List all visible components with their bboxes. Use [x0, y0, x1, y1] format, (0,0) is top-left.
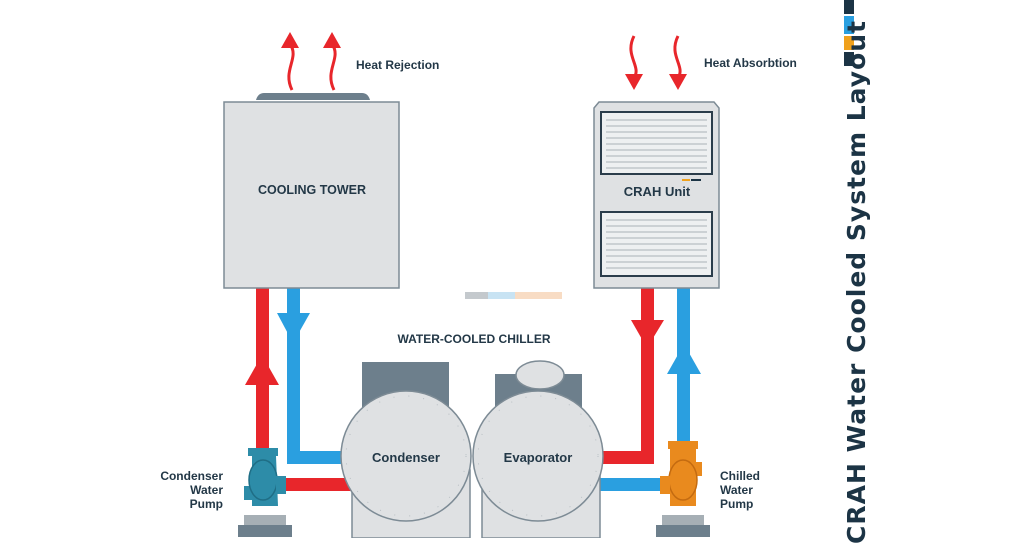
condenser-label: Condenser — [372, 450, 440, 465]
crah-unit-label: CRAH Unit — [624, 184, 691, 199]
arrow-down-icon — [669, 74, 687, 90]
chilled-water-pump — [656, 441, 710, 537]
condenser-pump-label: Condenser Water Pump — [160, 469, 223, 511]
arrow-down-icon — [625, 74, 643, 90]
arrow-up-icon — [323, 32, 341, 48]
condenser-cold-pipe — [277, 288, 357, 464]
condenser-pump-label-line3: Pump — [190, 497, 223, 511]
heat-absorption-arrows — [629, 35, 682, 79]
evaporator-label: Evaporator — [504, 450, 573, 465]
accent-bar — [844, 0, 854, 66]
heat-rejection-label: Heat Rejection — [356, 58, 439, 72]
cooling-tower-label: COOLING TOWER — [258, 183, 366, 197]
water-cooled-chiller: Condenser Evaporator — [340, 360, 604, 538]
crah-unit: CRAH Unit — [593, 101, 720, 289]
cooling-tower: COOLING TOWER — [223, 93, 400, 289]
condenser-pump-label-line2: Water — [190, 483, 223, 497]
page-title: CRAH Water Cooled System Layout — [842, 20, 871, 544]
legend-strip — [465, 292, 562, 299]
condenser-pump-label-line1: Condenser — [160, 469, 223, 483]
heat-absorption-label: Heat Absorbtion — [704, 56, 797, 70]
chilled-pump-label: Chilled Water Pump — [720, 469, 760, 511]
evaporator-vessel: Evaporator — [472, 390, 604, 522]
heat-rejection-arrows — [287, 43, 337, 91]
condenser-vessel: Condenser — [340, 390, 472, 522]
chiller-label: WATER-COOLED CHILLER — [397, 332, 550, 346]
chilled-pump-label-line1: Chilled — [720, 469, 760, 483]
chilled-hot-pipe — [598, 288, 664, 464]
chilled-pump-label-line3: Pump — [720, 497, 753, 511]
chilled-pump-label-line2: Water — [720, 483, 753, 497]
arrow-up-icon — [281, 32, 299, 48]
condenser-water-pump — [238, 448, 292, 537]
